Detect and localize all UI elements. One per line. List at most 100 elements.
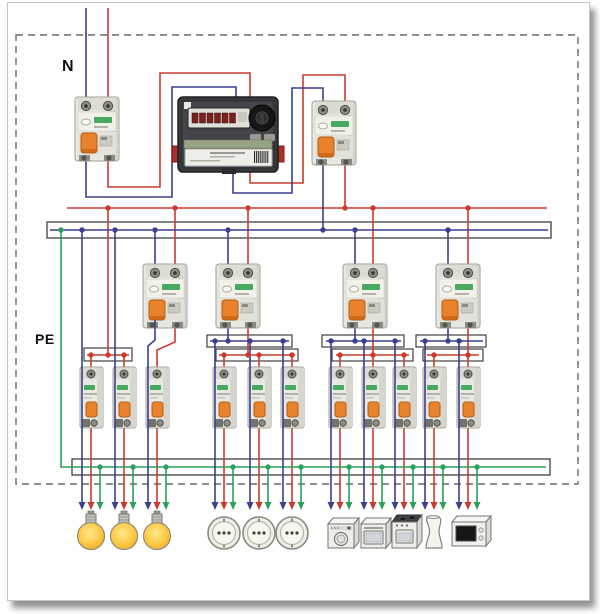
junction-dot (401, 352, 407, 358)
junction-dot (422, 338, 428, 344)
circuit-breaker (328, 366, 353, 429)
junction-dot (280, 338, 286, 344)
arrow-live (255, 502, 263, 510)
brand-label (427, 385, 438, 390)
bulb-base (151, 513, 163, 524)
junction-dot (289, 352, 295, 358)
brand-label (150, 385, 161, 390)
junction-dot (79, 227, 85, 233)
arrow-earth (378, 502, 386, 510)
brand-label (333, 385, 344, 390)
socket-hole (262, 531, 266, 535)
junction-dot (342, 205, 348, 211)
junction-dot (105, 205, 111, 211)
brand-label (331, 121, 349, 127)
barcode (255, 151, 257, 163)
earth-label: PE (35, 331, 55, 347)
brand-label (461, 385, 472, 390)
brand-label (397, 385, 408, 390)
terminal-screw (223, 419, 231, 427)
junction-dot (346, 464, 352, 470)
terminal-screw (90, 419, 98, 427)
test-button (149, 285, 159, 293)
barcode (259, 151, 261, 163)
arrow-neutral (360, 502, 368, 510)
junction-dot (445, 338, 451, 344)
arrow-neutral (327, 502, 335, 510)
junction-dot (121, 352, 127, 358)
socket-hole (222, 531, 226, 535)
junction-dot (58, 227, 64, 233)
barcode (261, 151, 263, 163)
brand-label (252, 385, 263, 390)
arrow-neutral (421, 502, 429, 510)
arrow-earth (297, 502, 305, 510)
dashed-boundary (15, 34, 579, 485)
wall-socket (207, 516, 241, 550)
arrow-live (400, 502, 408, 510)
terminal-screw (372, 419, 380, 427)
junction-dot (163, 464, 169, 470)
barcode (265, 151, 267, 163)
arrow-earth (264, 502, 272, 510)
knob (478, 527, 484, 533)
junction-dot (370, 205, 376, 211)
junction-dot (256, 352, 262, 358)
brand-label (94, 117, 112, 123)
meter-pcb (183, 139, 273, 149)
junction-dot (392, 338, 398, 344)
toggle-lever (334, 401, 347, 418)
junction-dot (474, 464, 480, 470)
burner (399, 516, 407, 521)
junction-dot (431, 352, 437, 358)
arrow-neutral (78, 502, 86, 510)
circuit-breaker (247, 366, 272, 429)
heater-body (425, 516, 443, 549)
wall-socket (275, 516, 309, 550)
toggle-lever (367, 401, 380, 418)
brand-label (235, 284, 253, 290)
arrow-neutral (391, 502, 399, 510)
socket-hole (290, 531, 294, 535)
test-button (222, 285, 232, 293)
junction-dot (152, 227, 158, 233)
junction-dot (245, 352, 251, 358)
display-digit (199, 112, 206, 124)
arrow-earth (96, 502, 104, 510)
toggle-lever (151, 401, 164, 418)
arrow-live (369, 502, 377, 510)
barcode (263, 151, 265, 163)
junction-dot (337, 352, 343, 358)
top-wires (58, 205, 481, 510)
brand-label (285, 385, 296, 390)
junction-dot (445, 227, 451, 233)
toggle-lever (218, 401, 231, 418)
arrow-neutral (455, 502, 463, 510)
distribution-box-live (422, 348, 484, 362)
neutral-bus-bar (46, 221, 552, 239)
light-bulb (142, 510, 172, 551)
junction-dot (130, 464, 136, 470)
test-button (81, 118, 91, 126)
wire-live (107, 72, 251, 188)
toggle-lever (286, 401, 299, 418)
junction-dot (247, 338, 253, 344)
microwave-oven (450, 514, 493, 548)
arrow-neutral (111, 502, 119, 510)
group-rcd-breaker (342, 263, 388, 329)
arrow-live (336, 502, 344, 510)
junction-dot (465, 352, 471, 358)
wire-live (156, 320, 176, 372)
terminal-screw (433, 419, 441, 427)
arrow-earth (129, 502, 137, 510)
meter-button (250, 134, 261, 141)
circuit-breaker (212, 366, 237, 429)
test-button (318, 122, 328, 130)
toggle-lever (462, 401, 475, 418)
oven (359, 516, 393, 550)
light-bulb (76, 510, 106, 551)
circuit-breaker (456, 366, 481, 429)
arrow-live (87, 502, 95, 510)
junction-dot (221, 352, 227, 358)
